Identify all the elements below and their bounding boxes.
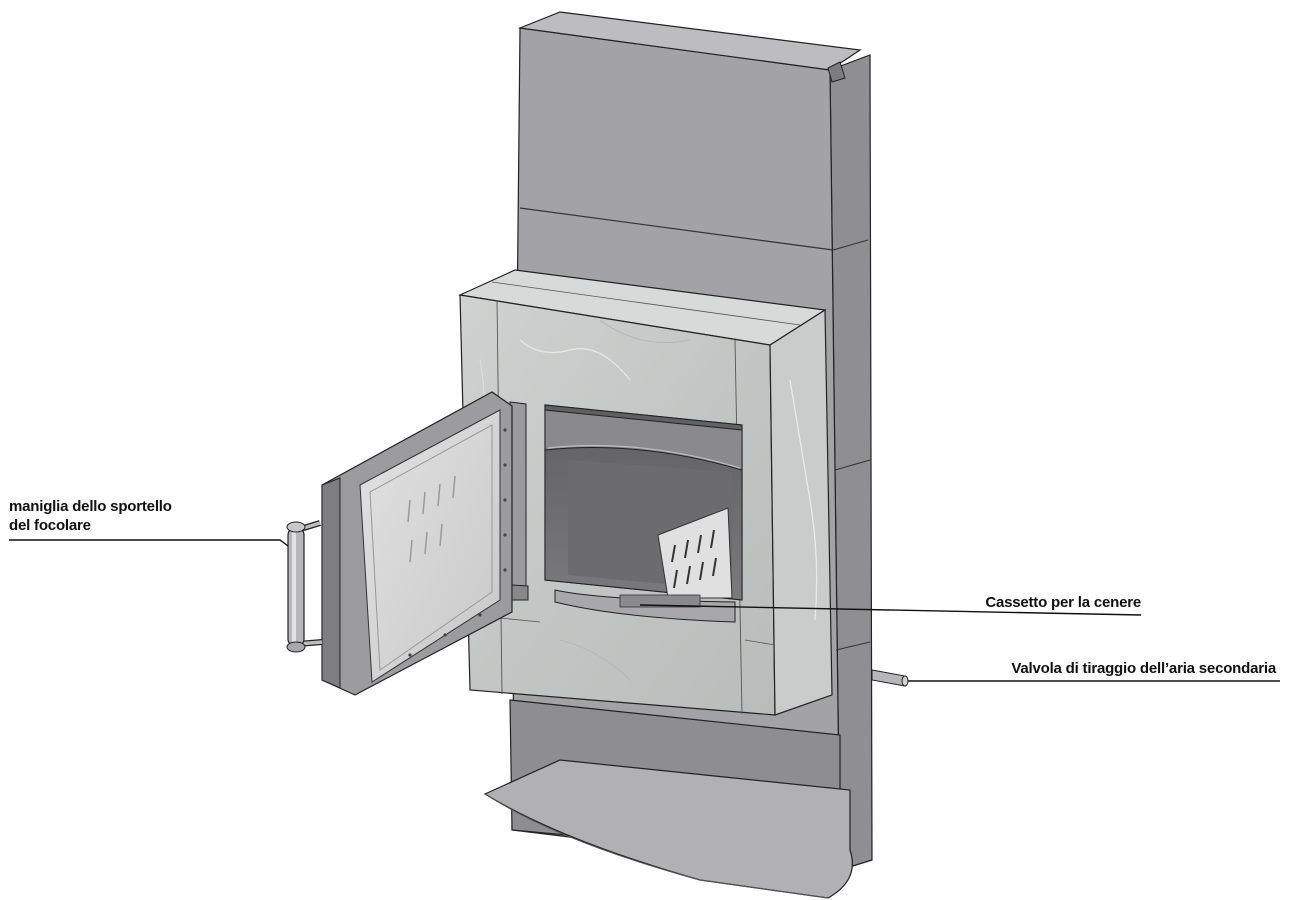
label-secondary-air-valve: Valvola di tiraggio dell’aria secondaria [1011, 660, 1276, 677]
label-door-handle: maniglia dello sportello del focolare [9, 497, 172, 535]
secondary-air-valve [871, 669, 909, 687]
leader-lines [9, 539, 1280, 682]
leader-line-door-handle [9, 539, 289, 547]
top-notch [827, 61, 846, 83]
label-ash-drawer: Cassetto per la cenere [985, 594, 1141, 611]
stone-frame-side [769, 308, 833, 716]
door-handle [286, 520, 323, 653]
label-door-handle-line1: maniglia dello sportello [9, 498, 172, 515]
column-top-cap [517, 11, 862, 71]
baffle [544, 409, 743, 471]
label-door-handle-line2: del focolare [9, 517, 91, 534]
leader-line-ash-drawer [639, 604, 1142, 616]
door-edge [321, 477, 341, 689]
